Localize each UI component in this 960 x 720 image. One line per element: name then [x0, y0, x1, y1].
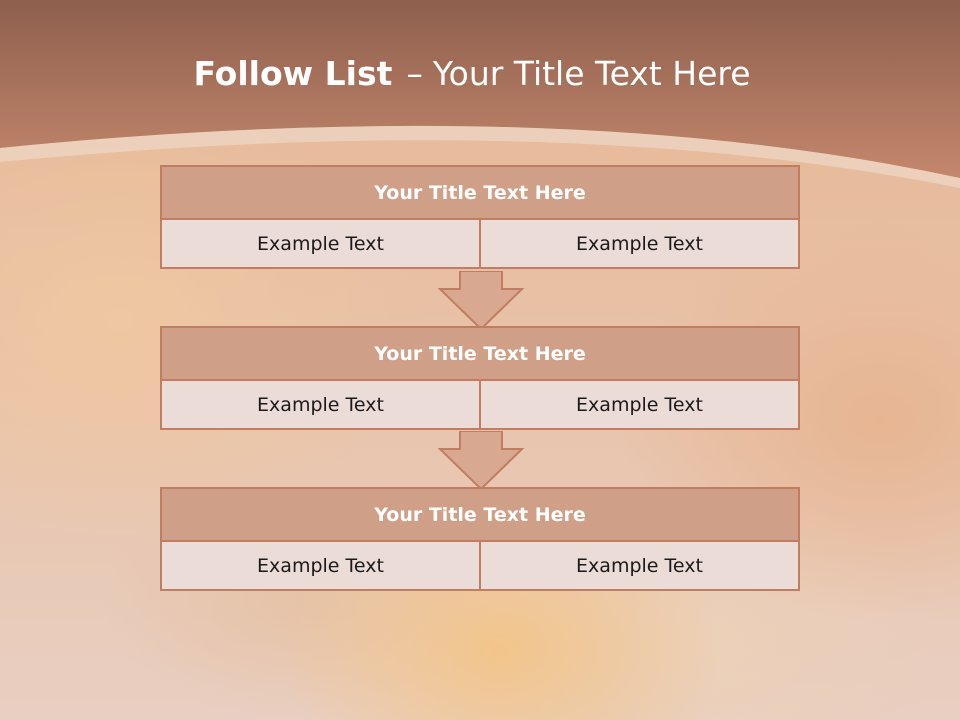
block-cell-left: Example Text — [162, 220, 479, 267]
list-block-1: Your Title Text Here Example Text Exampl… — [160, 165, 800, 269]
block-row: Example Text Example Text — [160, 220, 800, 269]
title-main: Follow List — [193, 54, 393, 93]
down-arrow-icon — [438, 431, 524, 491]
list-block-3: Your Title Text Here Example Text Exampl… — [160, 487, 800, 591]
down-arrow-icon — [438, 271, 524, 331]
title-sub: Your Title Text Here — [432, 54, 751, 93]
block-title: Your Title Text Here — [160, 326, 800, 381]
block-cell-right: Example Text — [479, 381, 798, 428]
slide-title: Follow List–Your Title Text Here — [0, 54, 944, 93]
block-row: Example Text Example Text — [160, 542, 800, 591]
block-cell-right: Example Text — [479, 542, 798, 589]
block-cell-left: Example Text — [162, 542, 479, 589]
list-block-2: Your Title Text Here Example Text Exampl… — [160, 326, 800, 430]
header-band — [0, 0, 960, 188]
block-cell-right: Example Text — [479, 220, 798, 267]
block-title: Your Title Text Here — [160, 165, 800, 220]
block-row: Example Text Example Text — [160, 381, 800, 430]
block-cell-left: Example Text — [162, 381, 479, 428]
block-title: Your Title Text Here — [160, 487, 800, 542]
title-dash: – — [406, 54, 423, 93]
